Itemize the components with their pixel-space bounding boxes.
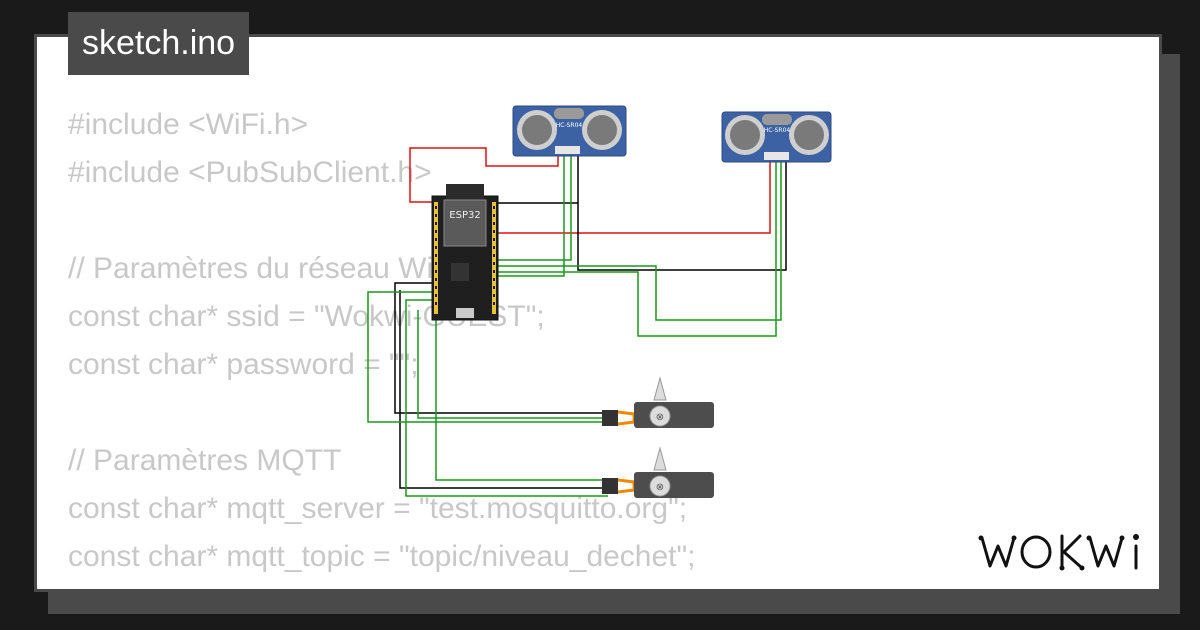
wire-trig2 [496,153,777,337]
wire-trig1 [496,153,565,277]
servo-connector [602,478,618,494]
servo-motor-1[interactable]: ⊗ [602,376,714,428]
antenna [446,184,484,200]
board-label: ESP32 [449,210,480,221]
servo-motor-2[interactable]: ⊗ [602,446,714,498]
usb-port [456,308,474,318]
code-line-5: const char* ssid = "Wokwi-GUEST"; [68,300,545,333]
sensor-crystal [762,114,792,125]
wire-servo1-vcc [417,310,608,419]
sensor-crystal [554,108,584,119]
wire-gnd-servo2 [399,290,608,489]
sensor-label: HC-SR04 [556,122,583,129]
wifi-module [443,199,487,247]
wire-echo2 [496,153,782,321]
ultrasonic-sensor-1[interactable]: HC-SR04 [512,105,627,157]
esp32-board[interactable]: ESP32 [431,184,499,321]
servo-connector [602,410,618,426]
wire-gnd-sensors [577,153,787,271]
sensor-label: HC-SR04 [764,127,791,134]
servo-shaft [649,405,671,427]
sensor-pins [764,152,789,160]
ultrasonic-sensor-2[interactable]: HC-SR04 [721,111,832,163]
code-line-8: // Paramètres MQTT [68,444,342,477]
screw-icon: ⊗ [656,412,664,423]
pin-headers [434,202,496,314]
wire-gnd-servo1 [394,282,608,414]
wire-gnd-board [495,202,578,255]
code-line-10: const char* mqtt_topic = "topic/niveau_d… [68,540,696,573]
wire-servo1-signal [367,291,608,423]
wire-echo1 [496,153,572,261]
chip [451,263,469,281]
servo-body [634,472,714,498]
servo-body [634,402,714,428]
wokwi-logo [978,534,1139,571]
code-line-6: const char* password = ""; [68,348,419,381]
servo-horn [653,376,667,401]
wires [367,147,787,497]
wire-servo2-vcc [435,310,608,481]
code-line-1: #include <WiFi.h> [68,108,309,141]
screw-icon: ⊗ [656,482,664,493]
file-name-tab[interactable]: sketch.ino [68,12,250,75]
wire-vcc [409,147,771,234]
wire-servo2-signal [405,299,608,497]
servo-cable [617,478,636,494]
sensor-pins [555,146,580,154]
servo-horn [653,446,667,471]
servo-cable [617,410,636,426]
servo-shaft [649,475,671,497]
code-line-2: #include <PubSubClient.h> [68,156,432,189]
